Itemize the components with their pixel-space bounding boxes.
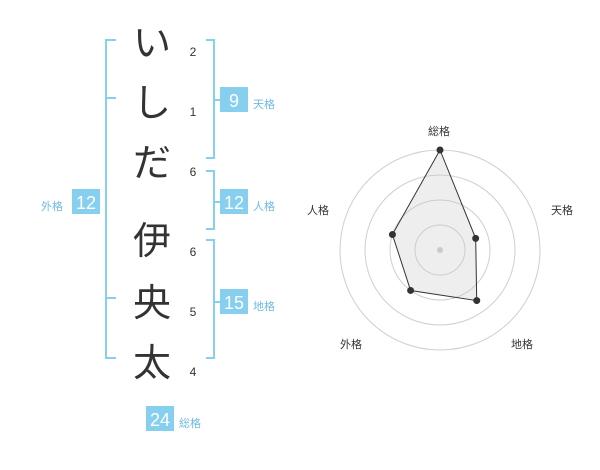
radar-axis-label-jinkaku: 人格 [307,204,329,217]
name-char-1: い [132,21,171,65]
soukaku-label: 総格 [179,417,201,430]
jinkaku-value: 12 [220,189,248,214]
tenkaku-value: 9 [220,87,248,112]
name-char-4: 伊 [132,219,171,263]
radar-ring [414,224,466,276]
stroke-count-5: 5 [189,305,197,319]
radar-ring [389,199,491,301]
radar-center [437,247,443,253]
gaikaku-label: 外格 [41,200,63,213]
stroke-count-1: 2 [189,45,197,59]
radar-point-3 [473,297,481,305]
jinkaku-bracket [206,170,215,230]
tenkaku-label: 天格 [253,98,275,111]
radar-point-4 [407,286,415,294]
stroke-count-2: 1 [189,105,197,119]
name-char-3: だ [132,141,171,185]
stroke-count-3: 6 [189,165,197,179]
radar-axis-label-gaikaku: 外格 [340,338,362,351]
name-char-5: 央 [132,281,171,325]
jinkaku-label: 人格 [253,200,275,213]
stroke-count-4: 6 [189,245,197,259]
radar-point-2 [472,234,480,242]
radar-point-1 [436,146,444,154]
radar-area [391,148,478,302]
radar-ring [364,174,516,326]
chikaku-label: 地格 [253,300,275,313]
radar-axis-label-tenkaku: 天格 [551,204,573,217]
chikaku-value: 15 [220,289,248,314]
name-char-6: 太 [132,341,171,385]
name-char-2: し [132,81,171,125]
soukaku-value: 24 [146,406,174,431]
gaikaku-bracket [105,39,116,359]
stroke-count-6: 4 [189,365,197,379]
chikaku-bracket [206,239,215,359]
gaikaku-value: 12 [72,189,100,214]
radar-axis-label-soukaku: 総格 [428,125,450,138]
radar-point-5 [388,231,396,239]
radar-axis-label-chikaku: 地格 [511,338,533,351]
